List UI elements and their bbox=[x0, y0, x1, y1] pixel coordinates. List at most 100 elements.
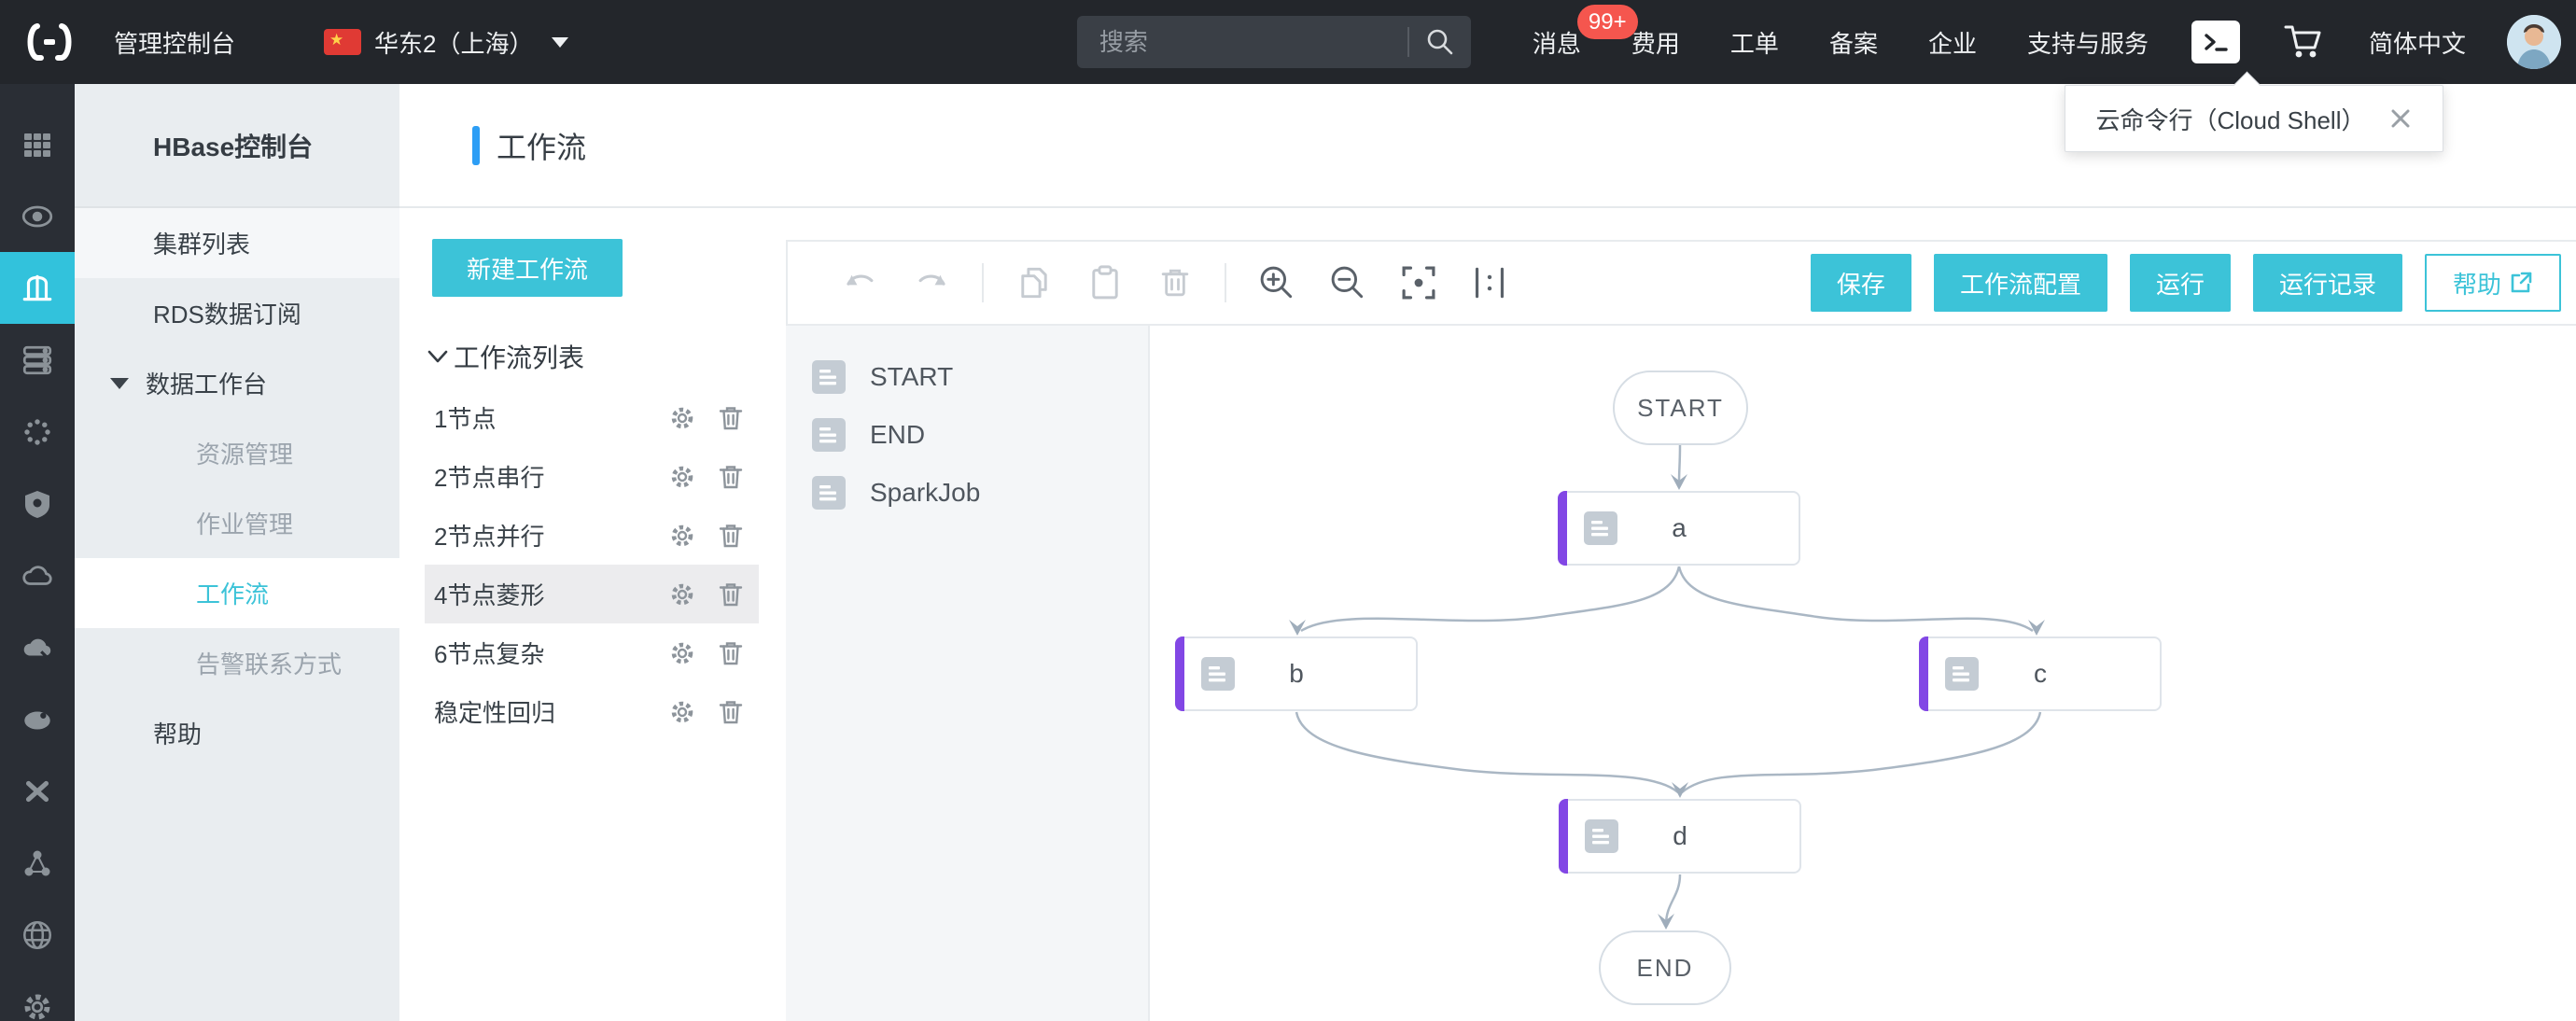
palette-item-end[interactable]: END bbox=[786, 406, 1148, 464]
flow-node-start[interactable]: START bbox=[1613, 371, 1748, 445]
sidebar-item-job-mgmt[interactable]: 作业管理 bbox=[196, 510, 294, 538]
cloud-storage-icon[interactable] bbox=[0, 611, 75, 683]
fit-view-icon[interactable] bbox=[1398, 262, 1439, 303]
flow-node-c[interactable]: c bbox=[1919, 636, 2162, 711]
help-button[interactable]: 帮助 bbox=[2424, 254, 2561, 312]
title-accent-bar bbox=[472, 125, 480, 165]
palette-item-start[interactable]: START bbox=[786, 348, 1148, 406]
workflow-row[interactable]: 稳定性回归 bbox=[425, 682, 759, 741]
node-type-icon bbox=[1585, 819, 1618, 853]
save-button[interactable]: 保存 bbox=[1810, 254, 1911, 312]
workflow-settings-icon[interactable] bbox=[667, 638, 697, 668]
palette-item-sparkjob[interactable]: SparkJob bbox=[786, 464, 1148, 522]
workflow-config-button[interactable]: 工作流配置 bbox=[1933, 254, 2107, 312]
topbar-nav: 消息 99+ 费用 工单 备案 企业 支持与服务 bbox=[1533, 4, 2149, 60]
sidebar-item-cluster-list[interactable]: 集群列表 bbox=[75, 208, 399, 278]
undo-icon[interactable] bbox=[840, 265, 881, 301]
paste-icon[interactable] bbox=[1085, 262, 1126, 303]
sidebar-item-workflow[interactable]: 工作流 bbox=[75, 558, 399, 628]
security-shield-icon[interactable] bbox=[0, 468, 75, 539]
alibaba-cloud-logo-icon[interactable] bbox=[22, 21, 77, 63]
china-flag-icon: ★ bbox=[324, 29, 362, 55]
zoom-in-icon[interactable] bbox=[1256, 262, 1297, 303]
workflow-delete-icon[interactable] bbox=[716, 697, 746, 727]
dotted-circle-icon[interactable] bbox=[0, 396, 75, 468]
workflow-settings-icon[interactable] bbox=[667, 521, 697, 551]
sidebar-item-alert-contacts[interactable]: 告警联系方式 bbox=[196, 650, 343, 678]
workflow-row[interactable]: 1节点 bbox=[425, 388, 759, 447]
workflow-settings-icon[interactable] bbox=[667, 462, 697, 492]
actual-size-icon[interactable] bbox=[1469, 262, 1510, 303]
region-selector[interactable]: ★ 华东2（上海） bbox=[324, 25, 569, 60]
workflow-row[interactable]: 2节点串行 bbox=[425, 447, 759, 506]
workflow-row[interactable]: 6节点复杂 bbox=[425, 623, 759, 682]
workflow-delete-icon[interactable] bbox=[716, 403, 746, 433]
workflow-settings-icon[interactable] bbox=[667, 697, 697, 727]
cloud-shell-icon[interactable] bbox=[2191, 21, 2240, 63]
workflow-list-header[interactable]: 工作流列表 bbox=[424, 338, 786, 375]
search-input[interactable] bbox=[1097, 26, 1400, 58]
cross-connect-icon[interactable] bbox=[0, 755, 75, 827]
globe-icon[interactable] bbox=[0, 899, 75, 971]
hbase-sidebar: HBase控制台 集群列表 RDS数据订阅 数据工作台 资源管理 作业管理 工作… bbox=[75, 84, 399, 1021]
workflow-delete-icon[interactable] bbox=[716, 638, 746, 668]
workflow-settings-icon[interactable] bbox=[667, 580, 697, 609]
flow-node-end[interactable]: END bbox=[1599, 930, 1731, 1005]
sidebar-item-help[interactable]: 帮助 bbox=[153, 720, 203, 748]
sidebar-group-data-workbench[interactable]: 数据工作台 bbox=[75, 348, 399, 418]
node-type-icon bbox=[1584, 511, 1617, 545]
flow-node-d[interactable]: d bbox=[1559, 799, 1801, 874]
flow-node-a[interactable]: a bbox=[1558, 491, 1800, 566]
data-blob-icon[interactable] bbox=[0, 683, 75, 755]
search-icon[interactable] bbox=[1424, 26, 1456, 58]
console-title[interactable]: 管理控制台 bbox=[114, 29, 236, 58]
region-label: 华东2（上海） bbox=[374, 29, 534, 58]
monitor-scan-icon[interactable] bbox=[0, 180, 75, 252]
workflow-row-selected[interactable]: 4节点菱形 bbox=[425, 565, 759, 623]
flow-node-b[interactable]: b bbox=[1175, 636, 1418, 711]
product-icon-rail bbox=[0, 84, 75, 1021]
node-accent-bar bbox=[1919, 636, 1928, 711]
sidebar-item-resource-mgmt[interactable]: 资源管理 bbox=[196, 441, 294, 469]
chevron-down-icon bbox=[427, 350, 448, 363]
page-title: 工作流 bbox=[497, 130, 587, 164]
delete-icon[interactable] bbox=[1155, 263, 1195, 302]
language-selector[interactable]: 简体中文 bbox=[2368, 29, 2466, 58]
node-accent-bar bbox=[1175, 636, 1184, 711]
run-history-button[interactable]: 运行记录 bbox=[2252, 254, 2402, 312]
nav-enterprise[interactable]: 企业 bbox=[1927, 29, 1977, 58]
workflow-settings-icon[interactable] bbox=[667, 403, 697, 433]
hbase-product-icon[interactable] bbox=[0, 252, 75, 324]
redo-icon[interactable] bbox=[911, 265, 952, 301]
nav-icp-filing[interactable]: 备案 bbox=[1828, 29, 1878, 58]
cloud-shell-tooltip: 云命令行（Cloud Shell） bbox=[2065, 71, 2443, 152]
apps-grid-icon[interactable] bbox=[0, 108, 75, 180]
workflow-delete-icon[interactable] bbox=[716, 521, 746, 551]
run-button[interactable]: 运行 bbox=[2129, 254, 2231, 312]
cloud-icon[interactable] bbox=[0, 539, 75, 611]
avatar[interactable] bbox=[2507, 15, 2561, 69]
cart-icon[interactable] bbox=[2283, 23, 2324, 61]
nav-support[interactable]: 支持与服务 bbox=[2026, 29, 2149, 58]
zoom-out-icon[interactable] bbox=[1327, 262, 1368, 303]
sidebar-item-rds-subscription[interactable]: RDS数据订阅 bbox=[153, 301, 301, 329]
external-link-icon bbox=[2511, 272, 2532, 293]
sidebar-title: HBase控制台 bbox=[75, 84, 399, 208]
tooltip-close-icon[interactable] bbox=[2389, 107, 2412, 130]
node-type-icon bbox=[812, 360, 846, 394]
workflow-delete-icon[interactable] bbox=[716, 580, 746, 609]
node-palette: START END SparkJob bbox=[786, 326, 1150, 1021]
toolbar-divider bbox=[1225, 263, 1226, 302]
settings-gear-icon[interactable] bbox=[0, 971, 75, 1021]
new-workflow-button[interactable]: 新建工作流 bbox=[432, 239, 623, 297]
workflow-canvas[interactable]: START a b c d END bbox=[1150, 326, 2576, 1021]
copy-icon[interactable] bbox=[1014, 262, 1055, 303]
workflow-row[interactable]: 2节点并行 bbox=[425, 506, 759, 565]
database-icon[interactable] bbox=[0, 324, 75, 396]
workflow-delete-icon[interactable] bbox=[716, 462, 746, 492]
cluster-nodes-icon[interactable] bbox=[0, 827, 75, 899]
topbar: 管理控制台 ★ 华东2（上海） 消息 99+ 费用 工单 备案 企业 支持与服务 bbox=[0, 0, 2576, 84]
nav-messages[interactable]: 消息 99+ bbox=[1533, 4, 1638, 60]
nav-billing[interactable]: 费用 bbox=[1631, 29, 1680, 58]
nav-tickets[interactable]: 工单 bbox=[1729, 29, 1779, 58]
